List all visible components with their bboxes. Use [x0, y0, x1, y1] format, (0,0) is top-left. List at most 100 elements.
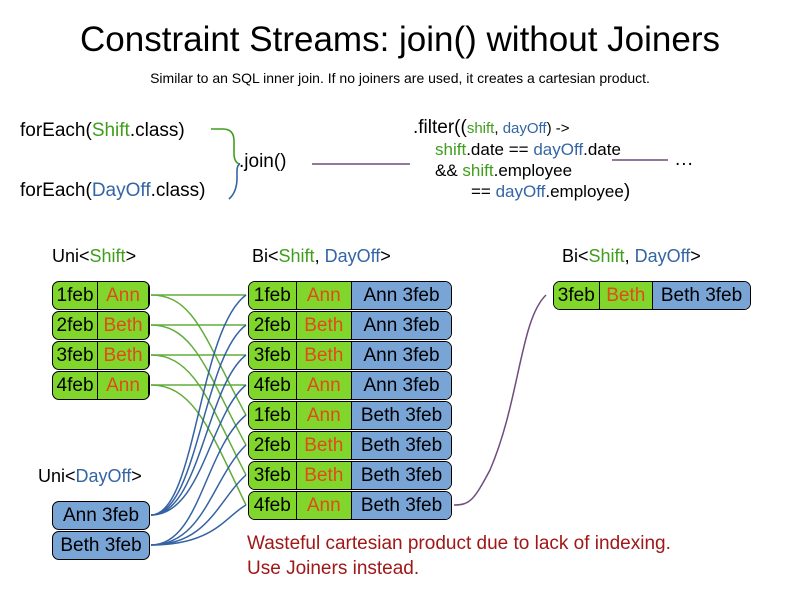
filter-arrow: ) -> [546, 120, 570, 137]
product-dayoff: Ann 3feb [352, 342, 451, 369]
filter-line-3: && shift.employee [413, 160, 630, 181]
bi-middle-pre: Bi< [252, 246, 279, 266]
shift-date: 3feb [53, 342, 99, 369]
shift-employee: Beth [98, 312, 149, 339]
filter-l3-and: && [435, 161, 463, 180]
shift-employee: Ann [98, 372, 149, 399]
shift-date: 2feb [53, 312, 99, 339]
bi-middle-sep: , [314, 246, 325, 266]
filter-line-4: == dayOff.employee) [413, 181, 630, 202]
uni-dayoff-post: > [131, 466, 142, 486]
filter-l2-end: .date [583, 140, 621, 159]
product-row[interactable]: 2feb Beth Ann 3feb [248, 311, 452, 340]
page-title: Constraint Streams: join() without Joine… [80, 20, 720, 59]
filter-param-comma: , [494, 120, 503, 137]
product-row[interactable]: 4feb Ann Beth 3feb [248, 491, 452, 520]
filter-line-2: shift.date == dayOff.date [413, 139, 630, 160]
filter-close-paren: ) [623, 181, 631, 202]
product-employee: Ann [296, 492, 353, 519]
warning-text: Wasteful cartesian product due to lack o… [247, 531, 671, 581]
product-row[interactable]: 2feb Beth Beth 3feb [248, 431, 452, 460]
bi-right-pre: Bi< [562, 246, 589, 266]
foreach-shift-suffix: .class) [129, 120, 185, 141]
code-join-label: .join() [239, 151, 287, 172]
product-date: 3feb [249, 462, 297, 489]
product-dayoff: Ann 3feb [352, 282, 451, 309]
dayoff-wires [150, 294, 247, 546]
bi-middle-post: > [380, 246, 391, 266]
uni-dayoff-pre: Uni< [38, 466, 76, 486]
product-dayoff: Ann 3feb [352, 372, 451, 399]
product-employee: Beth [296, 342, 353, 369]
label-bi-right: Bi<Shift, DayOff> [562, 245, 701, 267]
product-row[interactable]: 3feb Beth Beth 3feb [248, 461, 452, 490]
dayoff-pair: Beth 3feb [60, 535, 142, 556]
result-row[interactable]: 3feb Beth Beth 3feb [553, 281, 751, 310]
product-employee: Ann [296, 282, 353, 309]
shift-fact-box[interactable]: 2feb Beth [52, 311, 150, 340]
shift-date: 1feb [53, 282, 99, 309]
uni-shift-post: > [125, 246, 137, 266]
filter-l4-eq: == [471, 182, 496, 201]
product-dayoff: Beth 3feb [352, 402, 451, 429]
product-dayoff: Beth 3feb [352, 492, 451, 519]
code-filter-block: .filter((shift, dayOff) -> shift.date ==… [413, 117, 630, 202]
dayoff-fact-box[interactable]: Beth 3feb [52, 531, 150, 560]
product-employee: Beth [296, 312, 353, 339]
line-product-to-result [453, 294, 547, 506]
bi-right-type-b: DayOff [634, 246, 691, 266]
filter-l2-mid: .date == [466, 140, 534, 159]
shift-fact-box[interactable]: 4feb Ann [52, 371, 150, 400]
shift-employee: Beth [98, 342, 149, 369]
filter-l2-shift: shift [435, 140, 467, 159]
result-date: 3feb [554, 282, 600, 309]
product-date: 1feb [249, 282, 297, 309]
dayoff-pair: Ann 3feb [62, 505, 140, 526]
uni-dayoff-type: DayOff [75, 466, 132, 486]
filter-l3-shift: shift [462, 161, 494, 180]
foreach-dayoff-suffix: .class) [150, 180, 206, 201]
product-row[interactable]: 1feb Ann Beth 3feb [248, 401, 452, 430]
foreach-shift-prefix: forEach( [20, 120, 92, 141]
product-row[interactable]: 3feb Beth Ann 3feb [248, 341, 452, 370]
filter-line-1: .filter((shift, dayOff) -> [413, 117, 630, 139]
code-foreach-dayoff: forEach(DayOff.class) [20, 179, 206, 202]
label-uni-shift: Uni<Shift> [52, 245, 136, 267]
shift-fact-box[interactable]: 3feb Beth [52, 341, 150, 370]
product-date: 1feb [249, 402, 297, 429]
filter-l3-end: .employee [493, 161, 573, 180]
product-dayoff: Beth 3feb [352, 462, 451, 489]
product-employee: Ann [296, 402, 353, 429]
warning-line-2: Use Joiners instead. [247, 558, 420, 579]
filter-open: .filter(( [413, 117, 467, 138]
product-row[interactable]: 4feb Ann Ann 3feb [248, 371, 452, 400]
page-subtitle: Similar to an SQL inner join. If no join… [150, 70, 650, 86]
product-employee: Ann [296, 372, 353, 399]
bi-right-post: > [690, 246, 701, 266]
code-foreach-shift: forEach(Shift.class) [20, 119, 185, 142]
label-bi-middle: Bi<Shift, DayOff> [252, 245, 391, 267]
filter-l4-dayoff: dayOff [495, 182, 546, 201]
shift-employee: Ann [98, 282, 149, 309]
brace-shift-to-join [211, 128, 241, 165]
product-dayoff: Ann 3feb [352, 312, 451, 339]
filter-param-dayoff: dayOff [502, 120, 547, 137]
code-ellipsis: ... [675, 149, 694, 170]
product-date: 2feb [249, 432, 297, 459]
product-row[interactable]: 1feb Ann Ann 3feb [248, 281, 452, 310]
bi-middle-type-b: DayOff [324, 246, 381, 266]
product-employee: Beth [296, 432, 353, 459]
result-employee: Beth [599, 282, 654, 309]
foreach-dayoff-type: DayOff [91, 180, 151, 201]
shift-wires [150, 294, 247, 506]
product-date: 4feb [249, 372, 297, 399]
shift-date: 4feb [53, 372, 99, 399]
dayoff-fact-box[interactable]: Ann 3feb [52, 501, 150, 530]
uni-shift-type: Shift [89, 246, 126, 266]
foreach-shift-type: Shift [91, 120, 130, 141]
shift-fact-box[interactable]: 1feb Ann [52, 281, 150, 310]
product-date: 3feb [249, 342, 297, 369]
product-date: 2feb [249, 312, 297, 339]
bi-right-sep: , [624, 246, 635, 266]
